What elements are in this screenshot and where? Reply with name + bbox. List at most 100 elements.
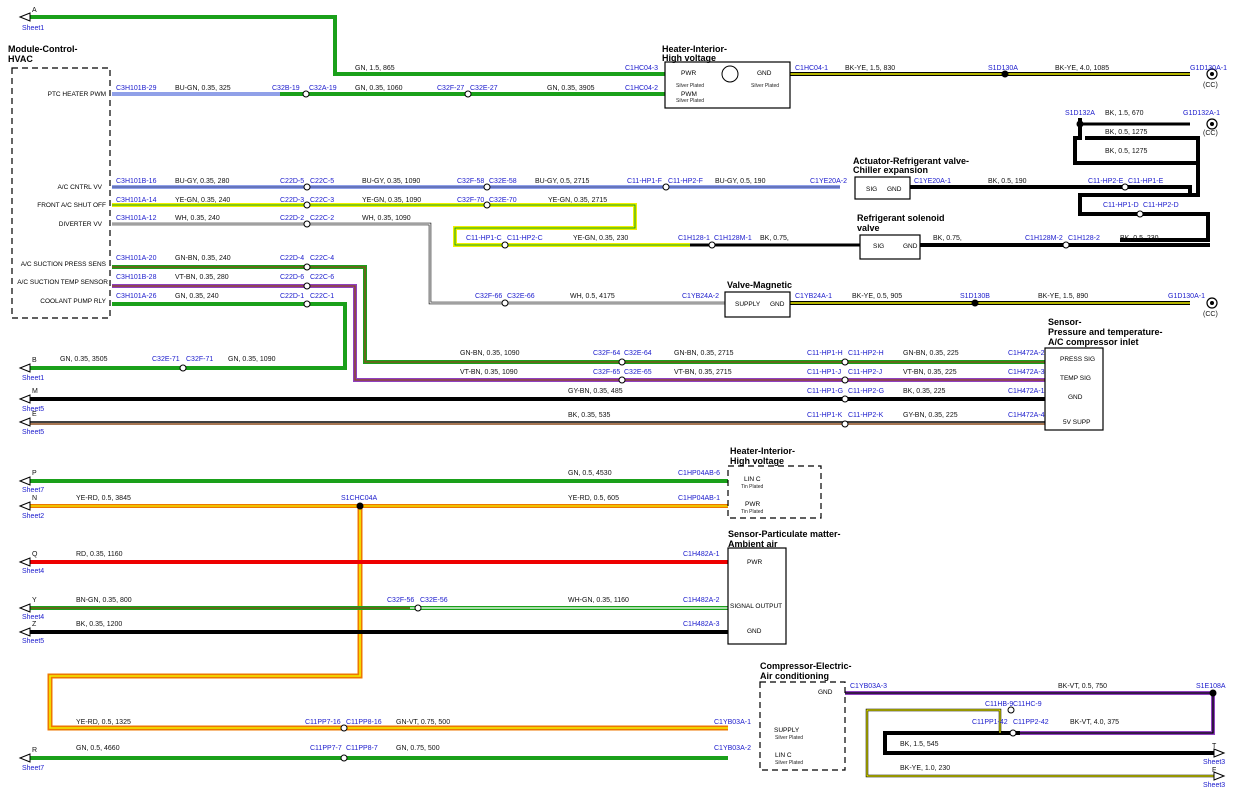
sheet-ref-name[interactable]: Sheet5 xyxy=(22,429,44,436)
connector-label[interactable]: C11-HP2-C xyxy=(507,235,543,242)
connector-label[interactable]: S1E108A xyxy=(1196,683,1226,690)
connector-label[interactable]: C11-HP1-K xyxy=(807,412,843,419)
connector-label[interactable]: C32E-65 xyxy=(624,369,652,376)
sheet-ref-name[interactable]: Sheet4 xyxy=(22,614,44,621)
connector-label[interactable]: C1HP04AB-1 xyxy=(678,495,720,502)
connector-label[interactable]: C3H101A-14 xyxy=(116,197,157,204)
connector-label[interactable]: C11-HP2-F xyxy=(668,178,703,185)
connector-label[interactable]: C11PP8-16 xyxy=(346,719,382,726)
connector-label[interactable]: C32F-58 xyxy=(457,178,484,185)
connector-label[interactable]: C11PP7-7 xyxy=(310,745,342,752)
connector-label[interactable]: C11-HP1-E xyxy=(1128,178,1164,185)
connector-label[interactable]: S1D132A xyxy=(1065,110,1095,117)
connector-label[interactable]: C32E-70 xyxy=(489,197,517,204)
connector-label[interactable]: C1H128-2 xyxy=(1068,235,1100,242)
connector-label[interactable]: C32E-58 xyxy=(489,178,517,185)
sheet-ref-name[interactable]: Sheet5 xyxy=(22,638,44,645)
connector-label[interactable]: G1D132A-1 xyxy=(1183,110,1220,117)
connector-label[interactable]: C32F-71 xyxy=(186,356,213,363)
connector-label[interactable]: C32F-65 xyxy=(593,369,620,376)
connector-label[interactable]: C22D-1 xyxy=(280,293,304,300)
connector-label[interactable]: C32A-19 xyxy=(309,85,337,92)
connector-label[interactable]: S1D130A xyxy=(988,65,1018,72)
connector-label[interactable]: C1YE20A-2 xyxy=(810,178,847,185)
connector-label[interactable]: C3H101B-16 xyxy=(116,178,157,185)
connector-label[interactable]: C1H472A-4 xyxy=(1008,412,1045,419)
connector-label[interactable]: C11-HP2-J xyxy=(848,369,882,376)
connector-label[interactable]: C11-HP2-D xyxy=(1143,202,1179,209)
connector-label[interactable]: C1YE20A-1 xyxy=(914,178,951,185)
connector-label[interactable]: C1HC04-2 xyxy=(625,85,658,92)
connector-label[interactable]: C1HC04-1 xyxy=(795,65,828,72)
connector-label[interactable]: C11HB-9 xyxy=(985,701,1013,708)
connector-label[interactable]: C22D-3 xyxy=(280,197,304,204)
connector-label[interactable]: C32E-71 xyxy=(152,356,180,363)
connector-label[interactable]: C11-HP2-H xyxy=(848,350,884,357)
connector-label[interactable]: C32E-27 xyxy=(470,85,498,92)
connector-label[interactable]: C1H472A-3 xyxy=(1008,369,1045,376)
connector-label[interactable]: C1H482A-2 xyxy=(683,597,720,604)
connector-label[interactable]: C11HC-9 xyxy=(1013,701,1042,708)
connector-label[interactable]: C22D-2 xyxy=(280,215,304,222)
connector-label[interactable]: C1YB03A-2 xyxy=(714,745,751,752)
connector-label[interactable]: C32F-27 xyxy=(437,85,464,92)
connector-label[interactable]: C11-HP2-G xyxy=(848,388,884,395)
connector-label[interactable]: C22C-5 xyxy=(310,178,334,185)
sheet-ref-name[interactable]: Sheet1 xyxy=(22,25,44,32)
connector-label[interactable]: C1HC04-3 xyxy=(625,65,658,72)
connector-label[interactable]: C11-HP1-F xyxy=(627,178,662,185)
connector-label[interactable]: C1H128M-1 xyxy=(714,235,752,242)
connector-label[interactable]: C1H482A-3 xyxy=(683,621,720,628)
connector-label[interactable]: C3H101B-28 xyxy=(116,274,157,281)
sheet-ref-name[interactable]: Sheet2 xyxy=(22,513,44,520)
sheet-ref-name[interactable]: Sheet3 xyxy=(1203,782,1225,789)
connector-label[interactable]: C22C-1 xyxy=(310,293,334,300)
connector-label[interactable]: C32E-56 xyxy=(420,597,448,604)
sheet-ref-name[interactable]: Sheet7 xyxy=(22,487,44,494)
connector-label[interactable]: C11PP1-42 xyxy=(972,719,1008,726)
connector-label[interactable]: C22D-4 xyxy=(280,255,304,262)
connector-label[interactable]: C1H128-1 xyxy=(678,235,710,242)
connector-label[interactable]: C11-HP1-G xyxy=(807,388,843,395)
connector-label[interactable]: C32F-64 xyxy=(593,350,620,357)
connector-label[interactable]: C32E-64 xyxy=(624,350,652,357)
connector-label[interactable]: C1H482A-1 xyxy=(683,551,720,558)
connector-label[interactable]: C32F-70 xyxy=(457,197,484,204)
connector-label[interactable]: C1HP04AB-6 xyxy=(678,470,720,477)
connector-label[interactable]: C22C-6 xyxy=(310,274,334,281)
sheet-ref-name[interactable]: Sheet5 xyxy=(22,406,44,413)
sheet-ref-name[interactable]: Sheet3 xyxy=(1203,759,1225,766)
connector-label[interactable]: S1D130B xyxy=(960,293,990,300)
connector-label[interactable]: C32B-19 xyxy=(272,85,300,92)
connector-label[interactable]: C22D-6 xyxy=(280,274,304,281)
connector-label[interactable]: C32E-66 xyxy=(507,293,535,300)
connector-label[interactable]: C3H101A-12 xyxy=(116,215,157,222)
connector-label[interactable]: C22C-3 xyxy=(310,197,334,204)
connector-label[interactable]: C3H101A-26 xyxy=(116,293,157,300)
connector-label[interactable]: C1YB03A-1 xyxy=(714,719,751,726)
connector-label[interactable]: C32F-56 xyxy=(387,597,414,604)
connector-label[interactable]: C11-HP2-E xyxy=(1088,178,1124,185)
connector-label[interactable]: C32F-66 xyxy=(475,293,502,300)
connector-label[interactable]: C1YB24A-1 xyxy=(795,293,832,300)
connector-label[interactable]: C22C-2 xyxy=(310,215,334,222)
connector-label[interactable]: C11-HP1-J xyxy=(807,369,841,376)
connector-label[interactable]: C3H101B-29 xyxy=(116,85,157,92)
connector-label[interactable]: C1H128M-2 xyxy=(1025,235,1063,242)
connector-label[interactable]: C11-HP1-C xyxy=(466,235,502,242)
sheet-ref-name[interactable]: Sheet4 xyxy=(22,568,44,575)
connector-label[interactable]: C1YB24A-2 xyxy=(682,293,719,300)
connector-label[interactable]: C11PP8-7 xyxy=(346,745,378,752)
sheet-ref-name[interactable]: Sheet1 xyxy=(22,375,44,382)
connector-label[interactable]: C22C-4 xyxy=(310,255,334,262)
connector-label[interactable]: C11-HP2-K xyxy=(848,412,884,419)
connector-label[interactable]: C11-HP1-H xyxy=(807,350,843,357)
connector-label[interactable]: C11PP2-42 xyxy=(1013,719,1049,726)
connector-label[interactable]: G1D130A-1 xyxy=(1168,293,1205,300)
connector-label[interactable]: C1YB03A-3 xyxy=(850,683,887,690)
connector-label[interactable]: C3H101A-20 xyxy=(116,255,157,262)
sheet-ref-name[interactable]: Sheet7 xyxy=(22,765,44,772)
connector-label[interactable]: C11PP7-16 xyxy=(305,719,341,726)
connector-label[interactable]: C22D-5 xyxy=(280,178,304,185)
connector-label[interactable]: C1H472A-2 xyxy=(1008,350,1045,357)
